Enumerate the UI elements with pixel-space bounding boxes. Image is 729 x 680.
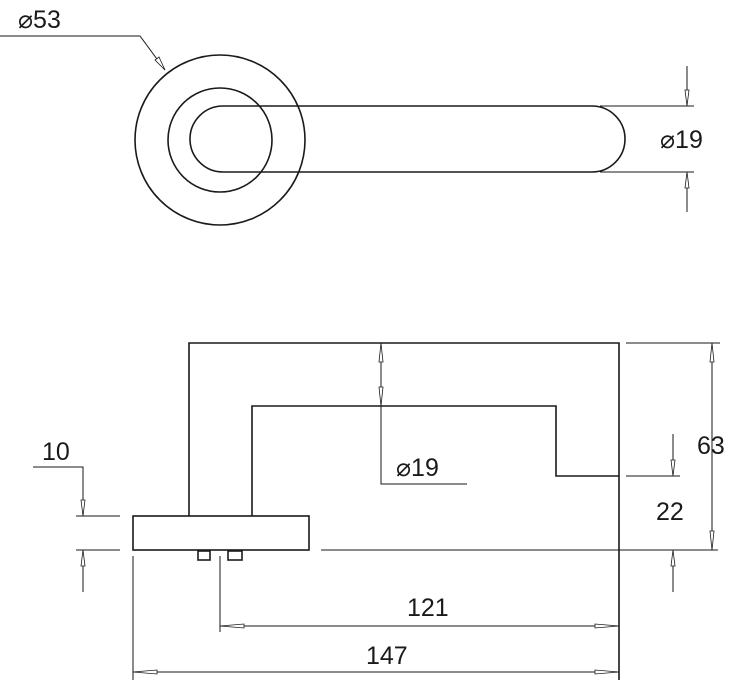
diameter-53-leader: [0, 35, 166, 71]
arrow: [80, 549, 86, 567]
arrow: [219, 623, 245, 629]
arrow: [684, 171, 690, 189]
rosette-outer-circle: [134, 54, 306, 226]
height-22-label: 22: [656, 498, 684, 526]
thickness-10-label: 10: [42, 438, 70, 466]
dimension-line-10: [33, 466, 84, 516]
handle-outer-profile: [188, 342, 620, 680]
leader-arrow: [154, 56, 166, 71]
diameter-19-top-label: ⌀19: [660, 126, 703, 154]
arrow: [709, 342, 715, 363]
length-121-label: 121: [407, 594, 449, 622]
arrow: [132, 669, 158, 675]
screw: [197, 550, 211, 561]
arrow: [594, 669, 620, 675]
arrow: [378, 342, 384, 363]
diameter-53-label: ⌀53: [18, 6, 61, 34]
rosette-side: [132, 515, 310, 551]
arrow: [684, 89, 690, 107]
arrow: [709, 530, 715, 551]
arrow: [670, 549, 676, 567]
arrow: [378, 386, 384, 407]
screw: [227, 550, 243, 561]
diameter-19-side-label: ⌀19: [396, 454, 439, 482]
arrow: [594, 623, 620, 629]
arrow: [670, 459, 676, 477]
side-view: ⌀19 63 22 10 121 147: [33, 342, 725, 680]
top-view: ⌀53 ⌀19: [0, 6, 703, 226]
rosette-inner-circle: [167, 87, 273, 193]
arrow: [80, 499, 86, 517]
handle-inner-profile: [251, 405, 619, 516]
length-147-label: 147: [366, 642, 408, 670]
height-63-label: 63: [697, 432, 725, 460]
handle-lever-top: [189, 105, 626, 173]
